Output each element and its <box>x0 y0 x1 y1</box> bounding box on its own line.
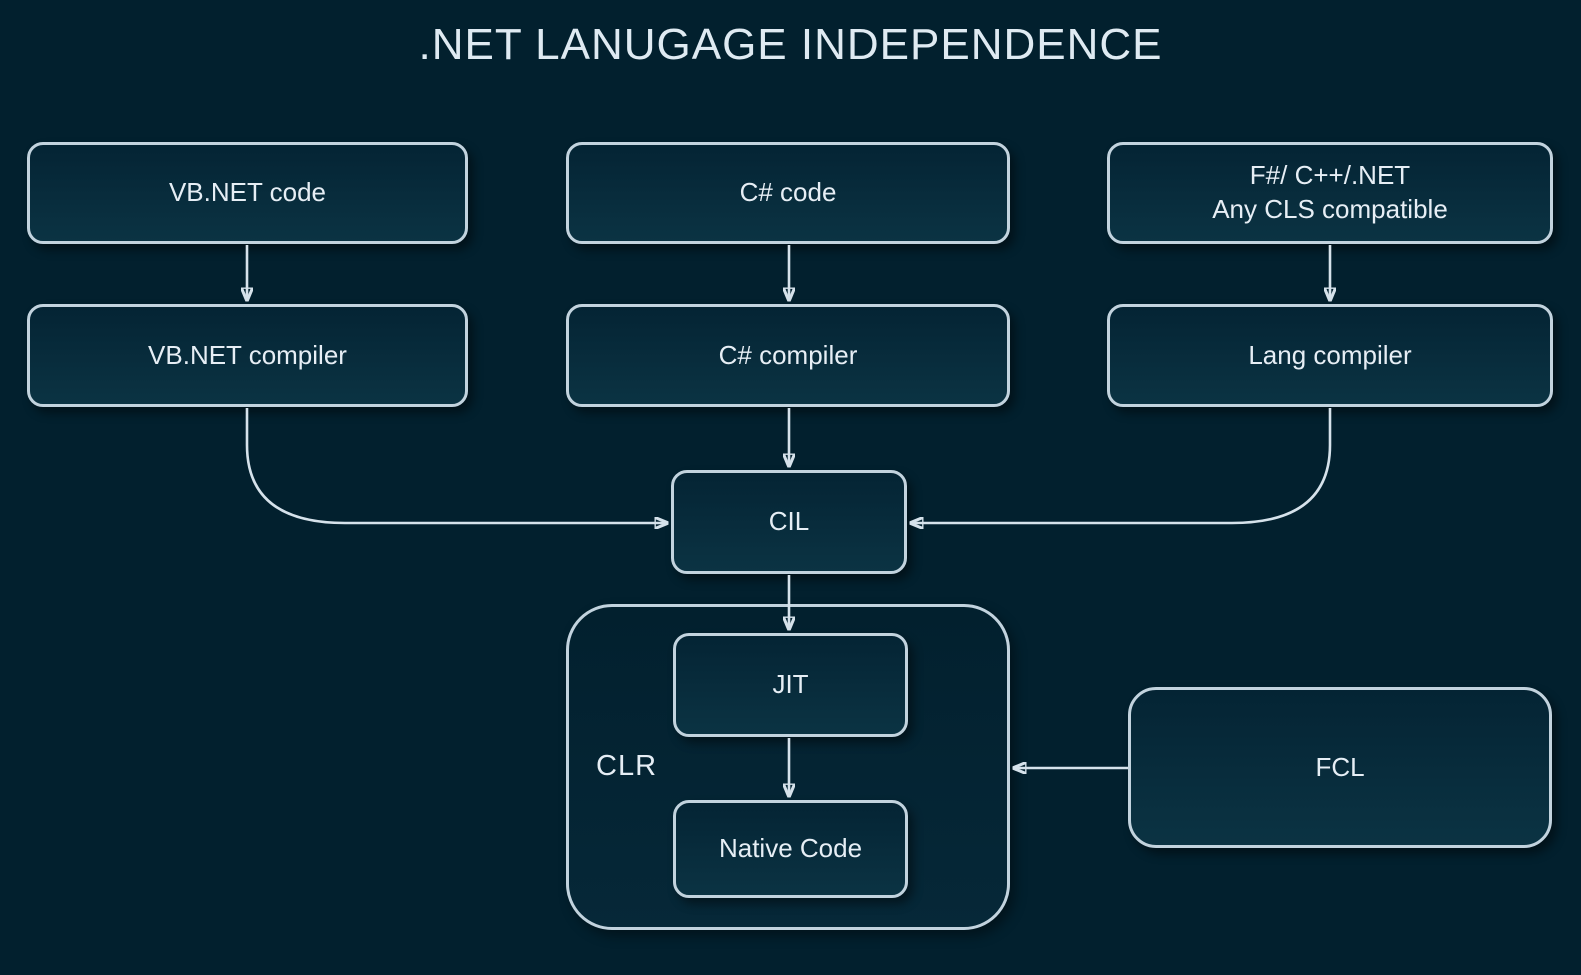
node-cil-label: CIL <box>768 506 810 537</box>
node-lang-compiler: Lang compiler <box>1107 304 1553 407</box>
node-csharp-code: C# code <box>566 142 1010 244</box>
node-jit-label: JIT <box>772 669 809 700</box>
arrow-lang-compiler-to-cil <box>912 408 1332 523</box>
node-clr-label: CLR <box>596 750 658 782</box>
node-vbnet-compiler-label: VB.NET compiler <box>148 339 347 370</box>
node-fcl: FCL <box>1128 687 1552 848</box>
node-vbnet-compiler: VB.NET compiler <box>27 304 468 407</box>
node-cls-code-label-line2: Any CLS compatible <box>1212 194 1448 224</box>
node-vbnet-code-label: VB.NET code <box>168 177 327 208</box>
node-vbnet-code: VB.NET code <box>27 142 468 244</box>
node-cil: CIL <box>671 470 907 574</box>
diagram-title: .NET LANUGAGE INDEPENDENCE <box>418 20 1163 69</box>
node-csharp-compiler-label: C# compiler <box>718 339 858 370</box>
arrow-vbnet-compiler-to-cil <box>245 408 666 523</box>
node-csharp-code-label: C# code <box>739 177 837 208</box>
node-lang-compiler-label: Lang compiler <box>1248 339 1412 370</box>
node-jit: JIT <box>673 633 908 737</box>
node-native-code: Native Code <box>673 800 908 898</box>
node-cls-code: F#/ C++/.NET Any CLS compatible <box>1107 142 1553 244</box>
node-csharp-compiler: C# compiler <box>566 304 1010 407</box>
node-fcl-label: FCL <box>1315 751 1365 782</box>
node-native-code-label: Native Code <box>718 833 863 864</box>
node-cls-code-label-line1: F#/ C++/.NET <box>1249 160 1411 191</box>
